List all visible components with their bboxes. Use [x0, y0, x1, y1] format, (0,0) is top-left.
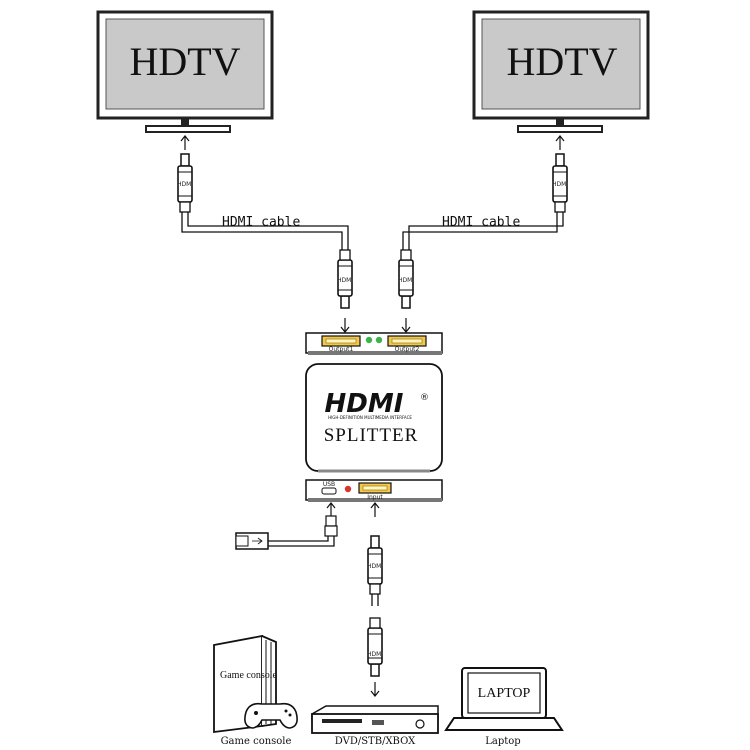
laptop-screen-label: LAPTOP	[478, 686, 531, 701]
arrow-to-tv-left-icon	[180, 135, 190, 151]
led-green-2	[375, 336, 383, 344]
splitter-body: HDMI ® HIGH-DEFINITION MULTIMEDIA INTERF…	[305, 363, 443, 473]
dvd-player: DVD/STB/XBOX	[311, 705, 439, 747]
hdmi-plug-source-icon	[367, 617, 383, 677]
hdmi-plug-tv-left-icon: HDMI	[177, 153, 193, 213]
splitter-logo: HDMI	[325, 389, 404, 419]
tv-left: HDTV	[96, 10, 274, 133]
laptop-caption: Laptop	[485, 736, 520, 747]
hdmi-plug-tv-right-icon: HDMI	[552, 153, 568, 213]
splitter-logo-sub: HIGH-DEFINITION MULTIMEDIA INTERFACE	[328, 415, 412, 420]
arrow-from-source-icon	[370, 681, 380, 697]
usb-cable	[235, 502, 338, 550]
plug-output2-text: HDMI	[398, 277, 414, 284]
cable-right	[402, 212, 564, 250]
tv-left-label: HDTV	[129, 39, 240, 84]
input-label: Input	[367, 494, 383, 501]
svg-text:HDMI: HDMI	[177, 181, 193, 188]
plug-output1-text: HDMI	[337, 277, 353, 284]
tv-right-label: HDTV	[506, 39, 617, 84]
led-green-1	[365, 336, 373, 344]
input-cable	[371, 594, 379, 606]
splitter-name: SPLITTER	[324, 425, 419, 446]
gamepad-icon	[244, 702, 298, 729]
svg-text:HDMI: HDMI	[552, 181, 568, 188]
splitter-logo-mark: ®	[420, 393, 429, 403]
arrow-to-tv-right-icon	[555, 135, 565, 151]
cable-left	[181, 212, 349, 250]
plug-input-top-text: HDMI	[367, 563, 383, 570]
output2-label: Output2	[395, 346, 420, 353]
plug-source-text: HDMI	[367, 651, 383, 658]
arrow-to-output2-icon	[401, 317, 411, 333]
led-red	[344, 485, 352, 493]
dvd-caption: DVD/STB/XBOX	[335, 736, 416, 747]
arrow-to-output1-icon	[340, 317, 350, 333]
game-console-screen-label: Game console	[220, 670, 277, 681]
game-console-caption: Game console	[221, 736, 292, 747]
game-console: Game console Game console	[213, 634, 298, 747]
splitter-input-panel: USB Input	[305, 479, 443, 502]
splitter-output-panel: Output1 Output2	[305, 332, 443, 355]
cable-left-label: HDMI cable	[222, 215, 300, 230]
cable-right-label: HDMI cable	[442, 215, 520, 230]
tv-right: HDTV	[472, 10, 650, 133]
output1-label: Output1	[329, 346, 354, 353]
laptop: LAPTOP Laptop	[444, 667, 564, 747]
arrow-to-input-icon	[370, 502, 380, 518]
usb-label: USB	[323, 481, 335, 488]
arrow-to-usb-icon	[326, 502, 336, 518]
usb-port	[321, 487, 337, 495]
